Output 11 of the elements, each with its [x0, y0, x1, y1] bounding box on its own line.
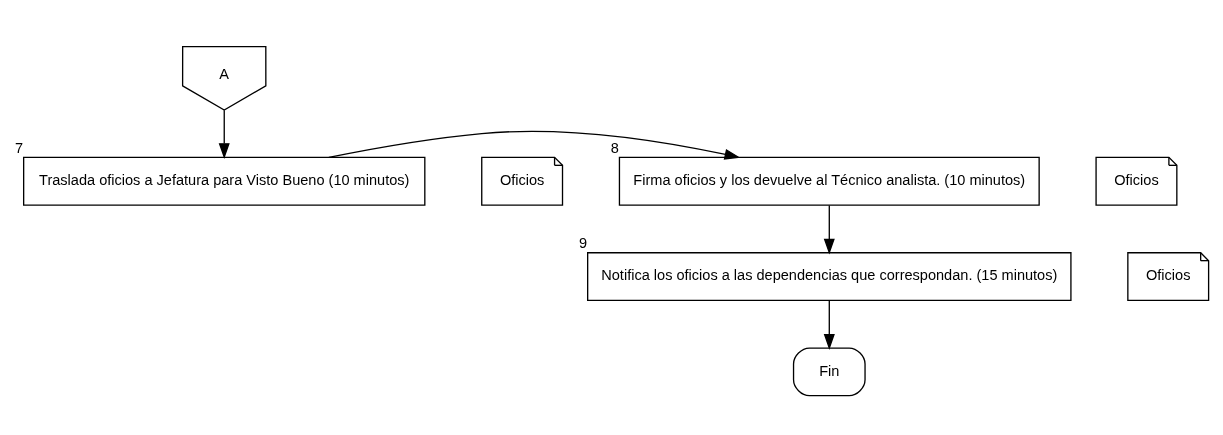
- node-box: Fin: [792, 346, 866, 396]
- node-box: Notifica los oficios a las dependencias que correspondan. (15 minutos): [587, 251, 1072, 301]
- node-label: 8: [610, 139, 619, 156]
- arrow: [328, 130, 741, 160]
- node-box: Firma oficios y los devuelve al Técnico analista. (10 minutos): [618, 156, 1040, 206]
- node-label: 9: [578, 234, 588, 251]
- arrow: [218, 109, 230, 159]
- node-label: 7: [14, 139, 24, 156]
- node-box: Traslada oficios a Jefatura para Visto Bueno (10 minutos): [23, 156, 426, 206]
- arrow: [823, 299, 835, 350]
- arrow: [823, 204, 835, 255]
